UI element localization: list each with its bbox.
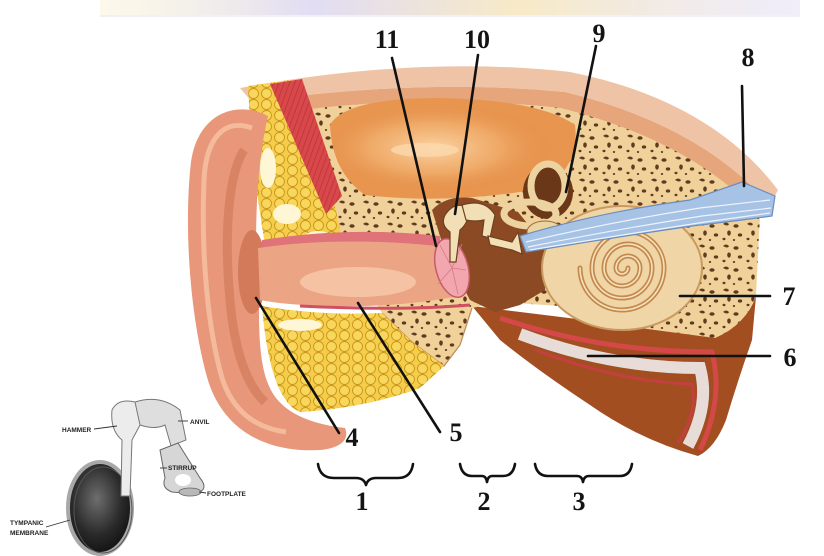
fat-pale-area xyxy=(273,204,301,224)
callout-11: 11 xyxy=(375,25,400,54)
callout-7: 7 xyxy=(783,282,796,311)
inset-label-footplate: FOOTPLATE xyxy=(207,491,247,498)
inset-footplate xyxy=(179,488,201,496)
inset-stirrup-opening xyxy=(175,474,191,486)
fat-pale-area xyxy=(278,319,322,331)
brace-middle-ear xyxy=(460,464,515,482)
callout-5: 5 xyxy=(450,418,463,447)
header-banner xyxy=(100,0,800,15)
callout-1: 1 xyxy=(356,487,369,516)
ear-canal-highlight xyxy=(300,267,416,297)
ear-illustration xyxy=(188,66,778,456)
inset-tympanic-pointer xyxy=(46,520,70,527)
inset-label-stirrup: STIRRUP xyxy=(168,465,197,472)
ossicles-inset: HAMMER ANVIL STIRRUP FOOTPLATE TYMPANIC … xyxy=(10,399,247,554)
brace-inner-ear xyxy=(535,464,632,482)
inset-label-tympanic: TYMPANIC xyxy=(10,520,44,527)
upper-dome-shine xyxy=(391,143,459,157)
callout-9: 9 xyxy=(593,19,606,48)
brace-outer-ear xyxy=(318,464,413,485)
callout-4: 4 xyxy=(346,423,359,452)
callout-10: 10 xyxy=(464,25,490,54)
inset-anvil xyxy=(135,399,186,446)
callout-2: 2 xyxy=(478,487,491,516)
inset-label-anvil: ANVIL xyxy=(190,419,210,426)
inset-label-membrane: MEMBRANE xyxy=(10,530,49,537)
fat-pale-area xyxy=(260,148,276,188)
inset-label-hammer: HAMMER xyxy=(62,427,92,434)
callout-6: 6 xyxy=(784,343,797,372)
callout-8: 8 xyxy=(742,43,755,72)
section-braces xyxy=(318,464,632,485)
callout-3: 3 xyxy=(573,487,586,516)
